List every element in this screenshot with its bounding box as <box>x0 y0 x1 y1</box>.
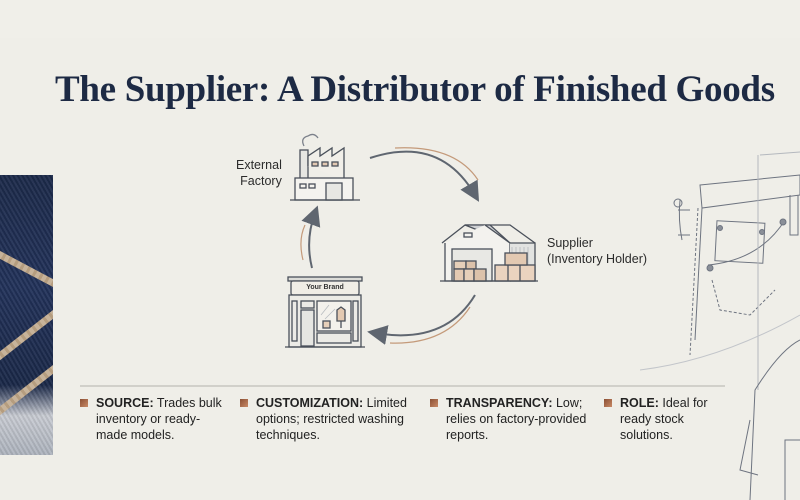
store-sign: Your Brand <box>306 284 344 291</box>
bullet-square-icon <box>430 399 438 407</box>
denim-photo <box>0 175 53 455</box>
jeans-sketch-icon <box>640 151 800 500</box>
supplier-label-line2: (Inventory Holder) <box>547 252 648 266</box>
bullet-text: Ideal for ready stock solutions. <box>620 396 708 442</box>
bullet-key: TRANSPARENCY: <box>446 396 553 410</box>
bullet-text: Trades bulk inventory or ready-made mode… <box>96 396 222 442</box>
selvedge-seam <box>0 291 53 366</box>
factory-label: External Factory <box>236 157 282 189</box>
bullet-square-icon <box>240 399 248 407</box>
supplier-label-line1: Supplier <box>547 236 593 250</box>
bullet-key: SOURCE: <box>96 396 154 410</box>
factory-label-line1: External <box>236 158 282 172</box>
storefront-icon: Your Brand <box>285 275 365 350</box>
bullet-role: ROLE: Ideal for ready stock solutions. <box>604 395 740 443</box>
selvedge-seam <box>0 244 53 303</box>
bullet-square-icon <box>80 399 88 407</box>
bullet-text: Low; relies on factory-provided reports. <box>446 396 587 442</box>
supplier-label: Supplier (Inventory Holder) <box>547 235 647 267</box>
selvedge-seam <box>0 346 53 421</box>
factory-icon <box>290 133 360 201</box>
bullet-customization: CUSTOMIZATION: Limited options; restrict… <box>240 395 426 443</box>
title-rest: A Distributor of Finished Goods <box>270 69 775 110</box>
bullet-key: CUSTOMIZATION: <box>256 396 364 410</box>
warehouse-icon <box>440 224 538 282</box>
factory-label-line2: Factory <box>240 174 282 188</box>
bullet-text: Limited options; restricted washing tech… <box>256 396 407 442</box>
title-bold: The Supplier: <box>55 69 271 110</box>
divider <box>80 385 725 387</box>
bullet-key: ROLE: <box>620 396 659 410</box>
page-title: The Supplier: A Distributor of Finished … <box>55 68 775 111</box>
bullet-source: SOURCE: Trades bulk inventory or ready-m… <box>80 395 231 443</box>
top-band <box>0 0 800 38</box>
bullet-square-icon <box>604 399 612 407</box>
bullet-transparency: TRANSPARENCY: Low; relies on factory-pro… <box>430 395 611 443</box>
